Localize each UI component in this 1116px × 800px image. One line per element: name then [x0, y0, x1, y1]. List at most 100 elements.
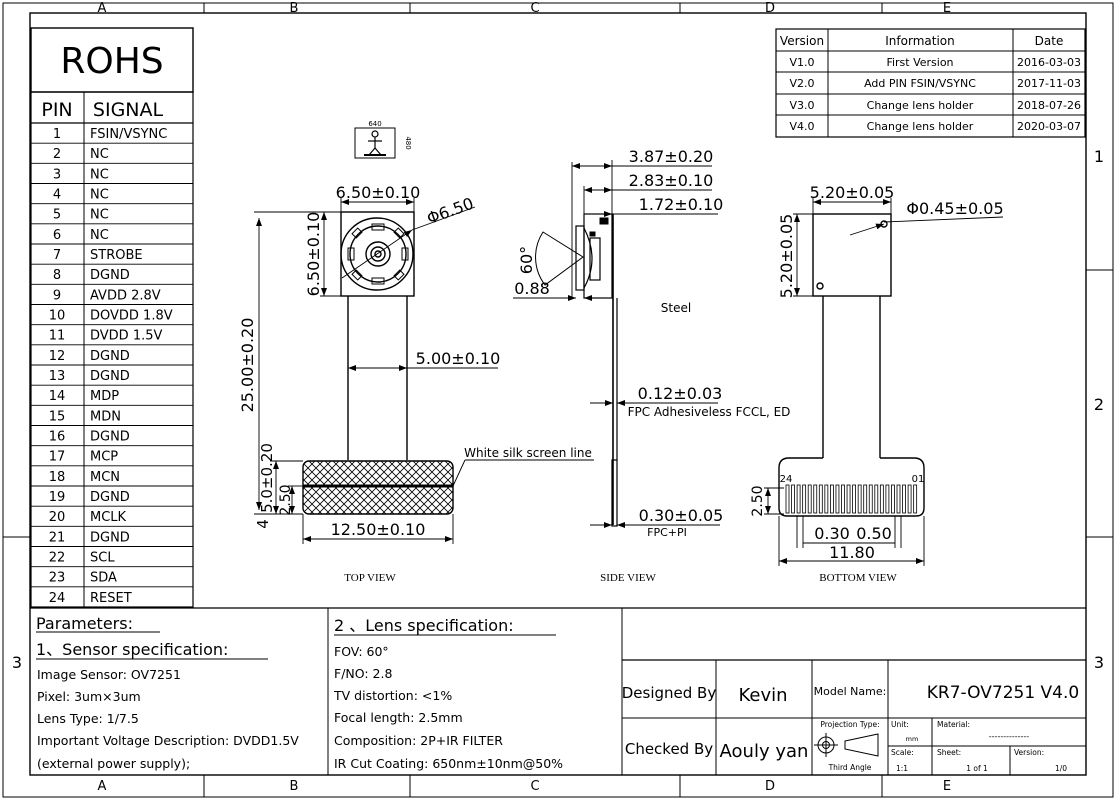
bottom-030-dim: 0.30 — [814, 524, 850, 543]
pin-signal: DGND — [90, 530, 130, 545]
top-stiffener-height-dim: 5.0±0.20 — [258, 443, 276, 513]
col-label-top-b: B — [290, 1, 299, 16]
pin-number: 10 — [49, 309, 66, 324]
top-view-outline — [340, 211, 415, 460]
scale-value: 1:1 — [896, 764, 908, 773]
row-label-right-1: 1 — [1094, 147, 1104, 166]
model-name-label: Model Name: — [814, 685, 887, 698]
pin-number: 22 — [49, 551, 66, 566]
connector-pad — [907, 484, 912, 514]
orientation-height-label: 480 — [404, 136, 412, 149]
pin-number: 1 — [53, 127, 61, 142]
pin-number: 8 — [53, 268, 61, 283]
sensor-line-5: (external power supply); — [37, 756, 190, 771]
top-dim-4: 4 — [254, 519, 272, 529]
pin-number: 9 — [53, 288, 61, 303]
pin-signal: SDA — [90, 571, 117, 586]
version-label: Version: — [1014, 748, 1044, 757]
pin-signal: FSIN/VSYNC — [90, 127, 167, 142]
pin-number: 17 — [49, 450, 66, 465]
connector-pad — [885, 484, 890, 514]
pin-signal: DGND — [90, 369, 130, 384]
lens-line-2: F/NO: 2.8 — [334, 666, 392, 681]
checked-by-value: Aouly yan — [720, 741, 809, 762]
col-label-top-c: C — [530, 1, 539, 16]
projection-type-label: Projection Type: — [820, 720, 879, 729]
top-fpc-width-dim: 5.00±0.10 — [416, 349, 501, 368]
unit-label: Unit: — [891, 720, 909, 729]
connector-pad — [891, 484, 895, 514]
designed-by-value: Kevin — [738, 685, 787, 706]
pin-signal: NC — [90, 208, 109, 223]
pin-number: 24 — [49, 591, 66, 606]
revision-date: 2017-11-03 — [1017, 77, 1081, 90]
pin-number: 23 — [49, 571, 66, 586]
side-012-dim: 0.12±0.03 — [638, 384, 723, 403]
revision-information: First Version — [886, 56, 953, 69]
projection-type-value: Third Angle — [828, 763, 872, 772]
pin-number: 4 — [53, 188, 61, 203]
col-label-top-a: A — [98, 1, 107, 16]
lens-line-5: Composition: 2P+IR FILTER — [334, 733, 503, 748]
connector-pad — [830, 484, 834, 514]
unit-value: mm — [906, 735, 919, 743]
pin-number: 19 — [49, 490, 66, 505]
side-283-dim: 2.83±0.10 — [629, 171, 714, 190]
connector-pad — [846, 484, 851, 514]
side-view-labels: 3.87±0.20 2.83±0.10 1.72±0.10 60° 0.88 S… — [514, 147, 790, 584]
lens-spec-title: 2 、Lens specification: — [334, 616, 514, 635]
top-view-labels: 6.50±0.10 Φ6.50 6.50±0.10 25.00±0.20 5.0… — [238, 183, 592, 584]
pin-number: 16 — [49, 430, 66, 445]
connector-pad — [913, 484, 918, 514]
pin-number: 3 — [53, 167, 61, 182]
pin-signal: SCL — [90, 551, 115, 566]
revision-header-date: Date — [1035, 34, 1064, 48]
title-block-text: Designed By Kevin Checked By Aouly yan M… — [622, 683, 1079, 773]
revision-information: Change lens holder — [867, 99, 974, 112]
pin-signal: MDP — [90, 389, 119, 404]
bottom-height-dim: 5.20±0.05 — [777, 214, 796, 299]
pin-number: 14 — [49, 389, 66, 404]
connector-pad — [807, 484, 812, 514]
connector-pad — [835, 484, 840, 514]
frame-row-labels: 1 2 3 3 — [12, 147, 1104, 672]
revision-date: 2020-03-07 — [1017, 120, 1081, 133]
pin-signal: NC — [90, 228, 109, 243]
lens-line-4: Focal length: 2.5mm — [334, 710, 463, 725]
steel-label: Steel — [661, 301, 691, 315]
side-view-lens-cone — [535, 217, 609, 286]
fpc-pi-label: FPC+PI — [647, 526, 687, 539]
title-block — [622, 659, 1086, 775]
revision-version: V1.0 — [789, 56, 814, 69]
connector-pad — [863, 484, 868, 514]
designed-by-label: Designed By — [622, 684, 717, 702]
connector-pad — [857, 484, 862, 514]
rohs-box: ROHS — [30, 27, 194, 93]
pin-number: 20 — [49, 510, 66, 525]
pin-number: 2 — [53, 147, 61, 162]
top-view-lens-notches — [347, 223, 409, 285]
sensor-line-4: Important Voltage Description: DVDD1.5V — [37, 733, 299, 748]
pin-number: 21 — [49, 530, 66, 545]
connector-pad — [902, 484, 906, 514]
col-label-bottom-e: E — [943, 779, 951, 794]
connector-pad — [868, 484, 873, 514]
top-silk-dim: 2.50 — [278, 484, 294, 515]
top-view-dimensions — [254, 198, 594, 544]
pin-number: 12 — [49, 349, 66, 364]
bottom-view-labels: 5.20±0.05 Φ0.45±0.05 5.20±0.05 24 01 2.5… — [750, 183, 1004, 584]
rohs-label: ROHS — [60, 41, 163, 82]
pin-signal: DGND — [90, 430, 130, 445]
col-label-bottom-a: A — [98, 779, 107, 794]
top-width-dim: 6.50±0.10 — [336, 183, 421, 202]
side-387-dim: 3.87±0.20 — [629, 147, 714, 166]
pin-number: 15 — [49, 409, 66, 424]
row-label-right-2: 2 — [1094, 395, 1104, 414]
bottom-width-dim: 5.20±0.05 — [810, 183, 895, 202]
scale-label: Scale: — [891, 748, 914, 757]
